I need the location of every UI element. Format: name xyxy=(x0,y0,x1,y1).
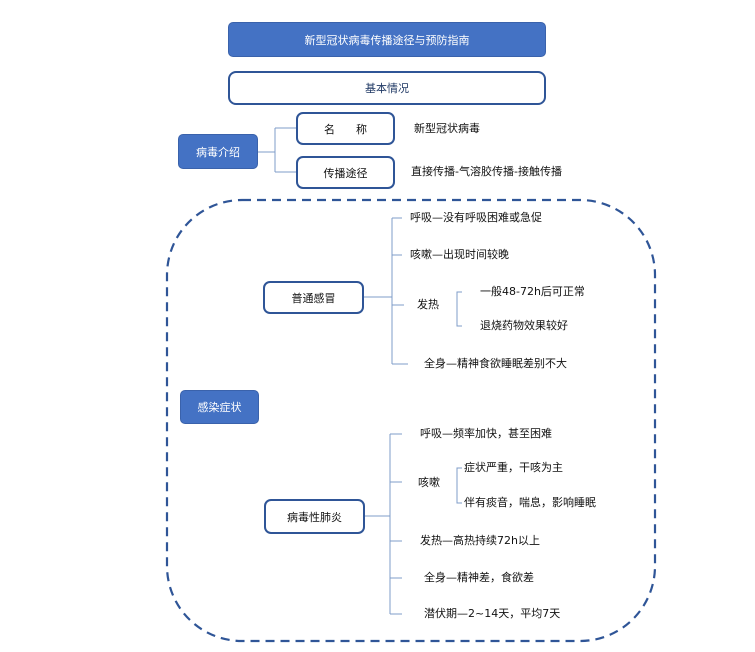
page-title: 新型冠状病毒传播途径与预防指南 xyxy=(228,22,546,57)
basic-info-heading: 基本情况 xyxy=(228,71,546,105)
name-value: 新型冠状病毒 xyxy=(414,122,480,135)
cold-fever-b: 退烧药物效果较好 xyxy=(480,319,568,332)
cold-fever-a: 一般48-72h后可正常 xyxy=(480,285,585,298)
pneu-cough-a: 症状严重，干咳为主 xyxy=(464,461,563,474)
cold-cough: 咳嗽—出现时间较晚 xyxy=(410,248,509,261)
cold-fever-bracket xyxy=(456,291,462,327)
infection-symptoms-node: 感染症状 xyxy=(180,390,259,424)
route-label-node: 传播途径 xyxy=(296,156,395,189)
pneu-breath: 呼吸—频率加快，甚至困难 xyxy=(420,427,552,440)
cold-body: 全身—精神食欲睡眠差别不大 xyxy=(424,357,567,370)
name-label-node: 名 称 xyxy=(296,112,395,145)
pneu-cough-b: 伴有痰音，喘息，影响睡眠 xyxy=(464,496,596,509)
pneu-cough: 咳嗽 xyxy=(418,476,440,489)
virus-intro-node: 病毒介绍 xyxy=(178,134,258,169)
cold-fever: 发热 xyxy=(417,298,439,311)
cold-connector xyxy=(364,217,408,365)
viral-pneumonia-node: 病毒性肺炎 xyxy=(264,499,365,534)
cold-breath: 呼吸—没有呼吸困难或急促 xyxy=(410,211,542,224)
pneu-fever: 发热—高热持续72h以上 xyxy=(420,534,540,547)
pneumonia-connector xyxy=(365,433,402,615)
pneumonia-cough-bracket xyxy=(456,467,462,504)
intro-connector xyxy=(258,127,296,173)
pneu-incubation: 潜伏期—2~14天，平均7天 xyxy=(424,607,561,620)
symptoms-region xyxy=(165,198,657,643)
pneu-body: 全身—精神差，食欲差 xyxy=(424,571,534,584)
route-value: 直接传播-气溶胶传播-接触传播 xyxy=(411,165,562,178)
common-cold-node: 普通感冒 xyxy=(263,281,364,314)
